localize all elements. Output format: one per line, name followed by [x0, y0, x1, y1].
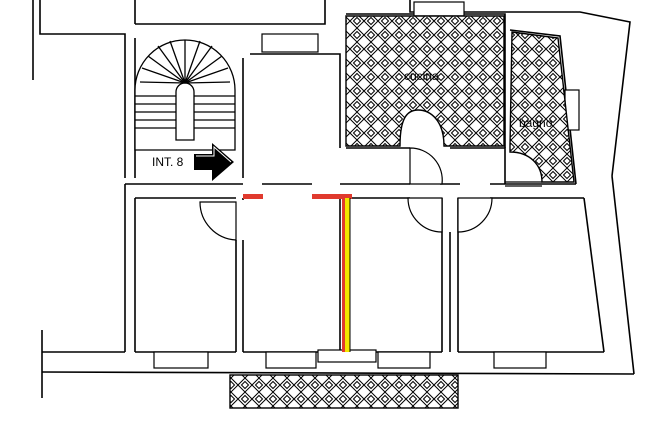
bathroom-step [505, 181, 542, 187]
bathroom-floor [509, 31, 575, 183]
door-right-room [457, 197, 493, 233]
tiled-floors [229, 15, 575, 409]
door-left-room [199, 201, 237, 241]
balcony-floor [229, 374, 459, 409]
apartment-label: INT. 8 [152, 155, 184, 169]
walls [32, 0, 635, 398]
window-niches [153, 1, 580, 369]
demolition-wall-left [243, 194, 263, 199]
bathroom-label: bagno [519, 116, 553, 130]
demolition-wall-right [312, 194, 352, 199]
renovation-marks [243, 194, 352, 352]
kitchen-label: cucina [404, 69, 439, 83]
spiral-staircase-icon [134, 39, 236, 151]
kitchen-floor [345, 15, 505, 147]
door-swings [199, 147, 493, 241]
door-kitchen [409, 147, 443, 185]
new-wall-yellow [345, 198, 350, 352]
arrow-right-icon [194, 143, 234, 181]
door-center-room [407, 197, 443, 233]
new-wall-red-edge [342, 198, 345, 352]
